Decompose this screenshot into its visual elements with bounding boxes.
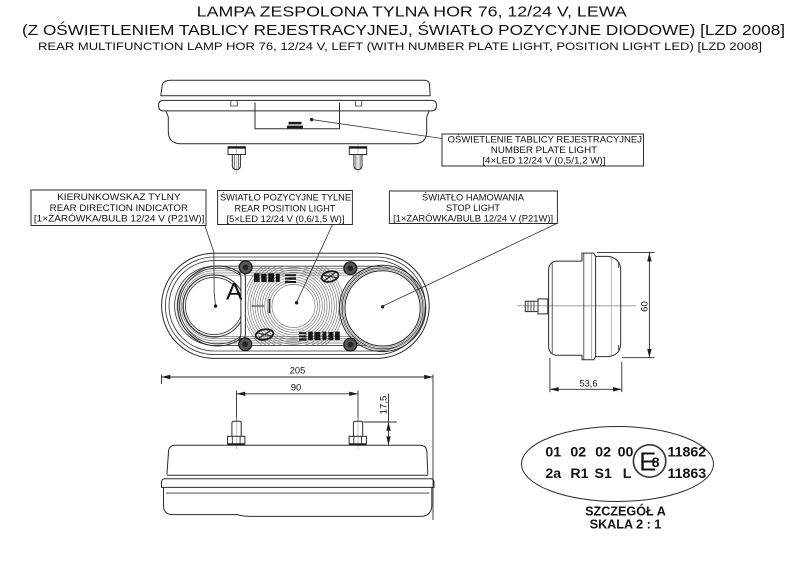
svg-text:[1×ŻARÓWKA/BULB 12/24 V (P21W): [1×ŻARÓWKA/BULB 12/24 V (P21W)]: [34, 214, 205, 225]
svg-text:NUMBER PLATE LIGHT: NUMBER PLATE LIGHT: [491, 145, 597, 156]
svg-text:REAR MULTIFUNCTION LAMP HOR 76: REAR MULTIFUNCTION LAMP HOR 76, 12/24 V,…: [38, 41, 762, 53]
svg-text:E: E: [639, 448, 656, 476]
svg-text:11862: 11862: [668, 445, 707, 461]
svg-text:2a: 2a: [545, 466, 561, 482]
svg-text:02: 02: [570, 445, 586, 461]
svg-text:KIERUNKOWSKAZ TYLNY: KIERUNKOWSKAZ TYLNY: [57, 192, 181, 203]
svg-text:OŚWIETLENIE TABLICY REJESTRACY: OŚWIETLENIE TABLICY REJESTRACYJNEJ: [448, 134, 643, 146]
svg-text:ŚWIATŁO POZYCYJNE TYLNE: ŚWIATŁO POZYCYJNE TYLNE: [220, 192, 351, 204]
svg-text:R1: R1: [570, 466, 588, 482]
svg-text:S1: S1: [595, 466, 612, 482]
svg-text:90: 90: [291, 382, 301, 392]
svg-text:SKALA 2 : 1: SKALA 2 : 1: [590, 518, 662, 532]
svg-text:01: 01: [545, 445, 561, 461]
svg-text:17,5: 17,5: [379, 396, 390, 415]
svg-text:(Z OŚWIETLENIEM TABLICY REJEST: (Z OŚWIETLENIEM TABLICY REJESTRACYJNEJ, …: [22, 21, 785, 39]
svg-text:REAR POSITION LIGHT: REAR POSITION LIGHT: [235, 203, 336, 214]
svg-text:205: 205: [290, 365, 306, 375]
svg-text:ŚWIATŁO HAMOWANIA: ŚWIATŁO HAMOWANIA: [422, 191, 525, 203]
svg-text:LAMPA ZESPOLONA TYLNA HOR 76,: LAMPA ZESPOLONA TYLNA HOR 76, 12/24 V, L…: [197, 3, 627, 20]
svg-text:60: 60: [640, 301, 651, 312]
svg-text:53,6: 53,6: [579, 379, 597, 389]
svg-text:[5×LED 12/24 V (0,6/1,5 W)]: [5×LED 12/24 V (0,6/1,5 W)]: [227, 214, 345, 225]
svg-text:A: A: [226, 278, 243, 305]
svg-text:11863: 11863: [668, 466, 707, 482]
svg-text:STOP LIGHT: STOP LIGHT: [446, 203, 500, 214]
svg-text:[1×ŻARÓWKA/BULB 12/24 V (P21W): [1×ŻARÓWKA/BULB 12/24 V (P21W)]: [393, 213, 553, 224]
svg-text:[4×LED 12/24 V (0,5/1,2 W)]: [4×LED 12/24 V (0,5/1,2 W)]: [482, 156, 605, 167]
svg-text:02: 02: [595, 445, 611, 461]
svg-text:REAR DIRECTION INDICATOR: REAR DIRECTION INDICATOR: [50, 203, 188, 214]
svg-text:SZCZEGÓŁ A: SZCZEGÓŁ A: [585, 503, 666, 518]
svg-text:L: L: [623, 466, 632, 482]
svg-text:8: 8: [652, 454, 660, 470]
svg-text:00: 00: [618, 445, 634, 461]
